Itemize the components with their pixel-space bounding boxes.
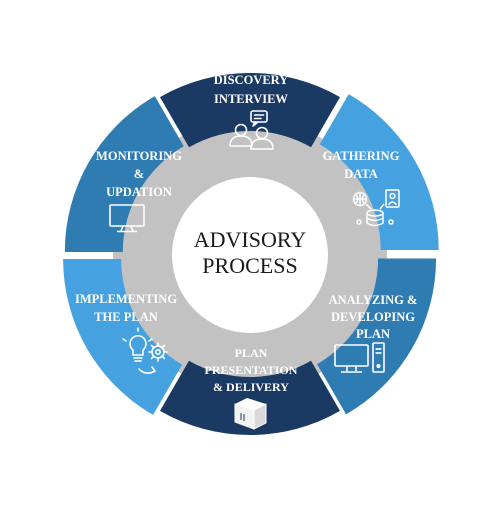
segment-discovery-interview: DISCOVERY INTERVIEW bbox=[160, 72, 340, 150]
segment-shape bbox=[63, 259, 183, 415]
segment-monitoring-updation: MONITORING & UPDATION bbox=[64, 96, 184, 252]
center-title-line1: ADVISORY bbox=[194, 227, 307, 252]
computer-tower-icon bbox=[334, 342, 385, 373]
segment-label-line: THE PLAN bbox=[94, 310, 158, 324]
segment-label-line: GATHERING bbox=[323, 149, 400, 163]
segment-plan-presentation-delivery: PLAN PRESENTATION & DELIVERY bbox=[160, 346, 340, 436]
box-icon bbox=[234, 398, 267, 430]
segment-shape bbox=[317, 258, 437, 415]
segment-label-line: PRESENTATION bbox=[205, 363, 298, 377]
segment-label-line: INTERVIEW bbox=[214, 92, 288, 106]
segment-label-line: & DELIVERY bbox=[213, 380, 289, 394]
bulb-gear-icon bbox=[122, 327, 168, 374]
segment-label-line: UPDATION bbox=[106, 185, 172, 199]
segment-label-line: ANALYZING & bbox=[329, 293, 418, 307]
people-chat-icon bbox=[229, 110, 274, 150]
segment-label-line: DATA bbox=[344, 167, 378, 181]
segment-shape bbox=[319, 94, 439, 250]
segment-implementing-the-plan: IMPLEMENTING THE PLAN bbox=[63, 259, 183, 415]
segment-label-line: IMPLEMENTING bbox=[75, 292, 177, 306]
data-gathering-icon bbox=[352, 189, 400, 227]
monitor-icon bbox=[109, 204, 145, 233]
segment-label-line: PLAN bbox=[235, 346, 268, 360]
segment-label-line: DEVELOPING bbox=[331, 310, 415, 324]
segment-shape bbox=[160, 72, 340, 148]
segment-gathering-data: GATHERING DATA bbox=[319, 94, 439, 250]
segment-shape bbox=[160, 360, 340, 436]
segment-label-line: PLAN bbox=[356, 327, 390, 341]
center-circle bbox=[172, 177, 328, 333]
segment-label-line: & bbox=[134, 167, 144, 181]
center-title-line2: PROCESS bbox=[202, 253, 297, 278]
segment-shape bbox=[64, 96, 184, 252]
segment-label-line: MONITORING bbox=[96, 149, 182, 163]
segment-analyzing-developing-plan: ANALYZING & DEVELOPING PLAN bbox=[317, 258, 437, 415]
segment-label-line: DISCOVERY bbox=[214, 73, 289, 87]
